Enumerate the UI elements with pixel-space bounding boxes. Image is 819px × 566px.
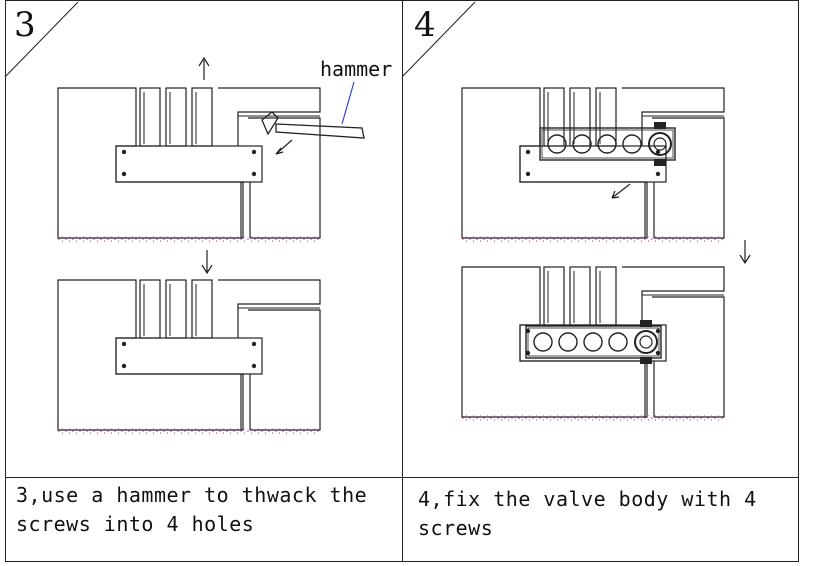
down-arrow-step4 <box>739 240 751 265</box>
table-border-top <box>5 0 799 1</box>
step-3-wall-before <box>57 87 321 243</box>
step-3-number: 3 <box>14 5 36 45</box>
step-4-caption: 4,fix the valve body with 4 screws <box>418 487 757 540</box>
step-3-wall-after <box>57 279 321 435</box>
down-arrow <box>201 250 213 275</box>
step-4-valve-top <box>539 121 676 167</box>
table-border-right <box>798 0 799 562</box>
table-divider-caption <box>5 477 799 478</box>
up-arrow <box>198 56 210 80</box>
table-border-bottom <box>5 561 799 562</box>
hammer-drawing <box>261 81 365 155</box>
table-divider-center <box>402 0 403 562</box>
step-3-caption: 3,use a hammer to thwack the screws into… <box>16 483 368 536</box>
diagonal-arrow <box>611 183 631 199</box>
step-4-wall-final <box>461 266 725 422</box>
step-4-valve-bottom <box>525 319 662 365</box>
step-4-wall-with-valve <box>461 87 725 243</box>
table-border-left <box>5 0 6 562</box>
step-4-number: 4 <box>414 5 436 45</box>
hammer-label: hammer <box>320 57 393 81</box>
